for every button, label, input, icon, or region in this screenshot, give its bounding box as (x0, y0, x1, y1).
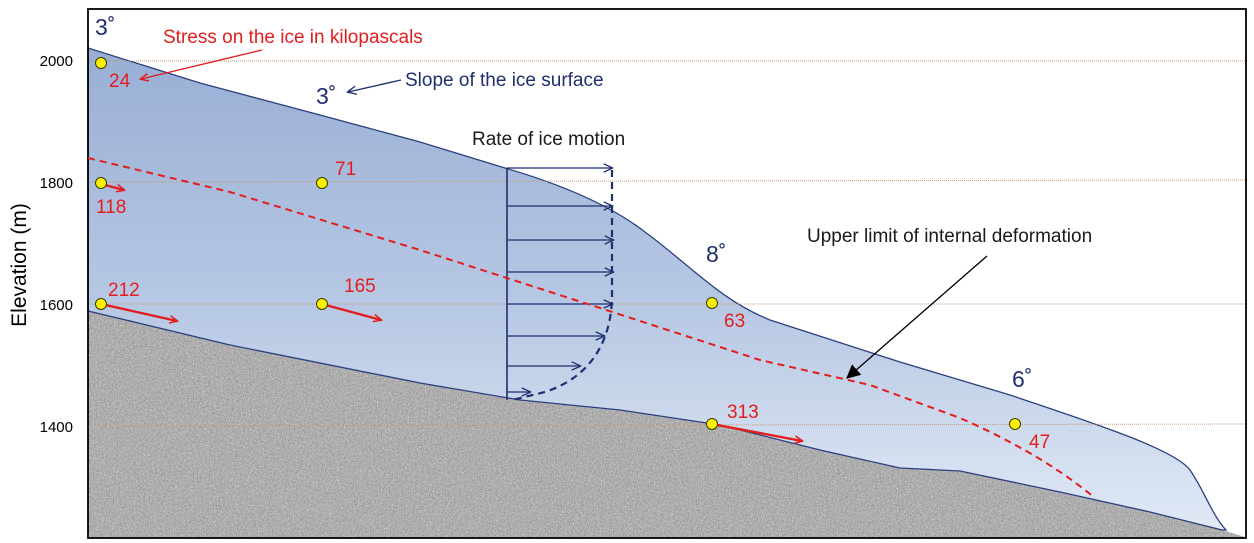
velocity-profile (506, 168, 614, 402)
slope-annotation-pointer (348, 79, 402, 92)
stress-value-24: 24 (109, 71, 131, 92)
slope-label: 6˚ (1012, 366, 1032, 392)
marker-71 (316, 177, 328, 189)
tick-label: 1600 (40, 297, 73, 314)
glacier-ice (87, 47, 1228, 531)
stress-value-118: 118 (96, 197, 126, 218)
deformation-annotation: Upper limit of internal deformation (807, 226, 1092, 247)
motion-annotation: Rate of ice motion (472, 129, 625, 150)
y-axis-ticks: 2000 1800 1600 1400 (40, 53, 73, 436)
slope-labels: 3˚ 3˚ 8˚ 6˚ (95, 14, 1032, 392)
velocity-profile-curve (511, 170, 614, 402)
measurement-markers (95, 57, 1021, 430)
plot-frame (87, 8, 1247, 539)
slope-label: 8˚ (706, 241, 726, 267)
slope-label: 3˚ (316, 83, 336, 109)
gridline-1800 (87, 179, 1249, 183)
stress-value-47: 47 (1029, 432, 1050, 453)
stress-annotation-pointer (141, 49, 263, 79)
y-axis-label: Elevation (m) (8, 203, 31, 327)
stress-value-313: 313 (727, 402, 759, 423)
stress-value-63: 63 (724, 311, 745, 332)
marker-63 (706, 297, 718, 309)
marker-24 (95, 57, 107, 69)
slope-label: 3˚ (95, 14, 115, 40)
deformation-limit-line (87, 157, 1096, 499)
deformation-annotation-pointer (846, 255, 988, 379)
stress-arrow-313 (711, 422, 802, 441)
marker-313 (706, 418, 718, 430)
slope-annotation: Slope of the ice surface (405, 70, 604, 91)
stress-value-165: 165 (344, 276, 376, 297)
stress-value-212: 212 (108, 280, 140, 301)
elevation-gridlines (87, 60, 1249, 427)
tick-label: 2000 (40, 53, 73, 70)
tick-label: 1400 (40, 419, 73, 436)
marker-118 (95, 177, 107, 189)
marker-212 (95, 298, 107, 310)
stress-arrow-165 (321, 302, 381, 320)
stress-arrow-212 (100, 302, 177, 321)
stress-value-71: 71 (335, 159, 356, 180)
gridline-1400 (87, 423, 1249, 427)
stress-annotation: Stress on the ice in kilopascals (163, 27, 423, 48)
marker-47 (1009, 418, 1021, 430)
marker-165 (316, 298, 328, 310)
tick-label: 1800 (40, 175, 73, 192)
stress-values: 24 118 71 212 165 63 313 47 (96, 71, 1050, 453)
